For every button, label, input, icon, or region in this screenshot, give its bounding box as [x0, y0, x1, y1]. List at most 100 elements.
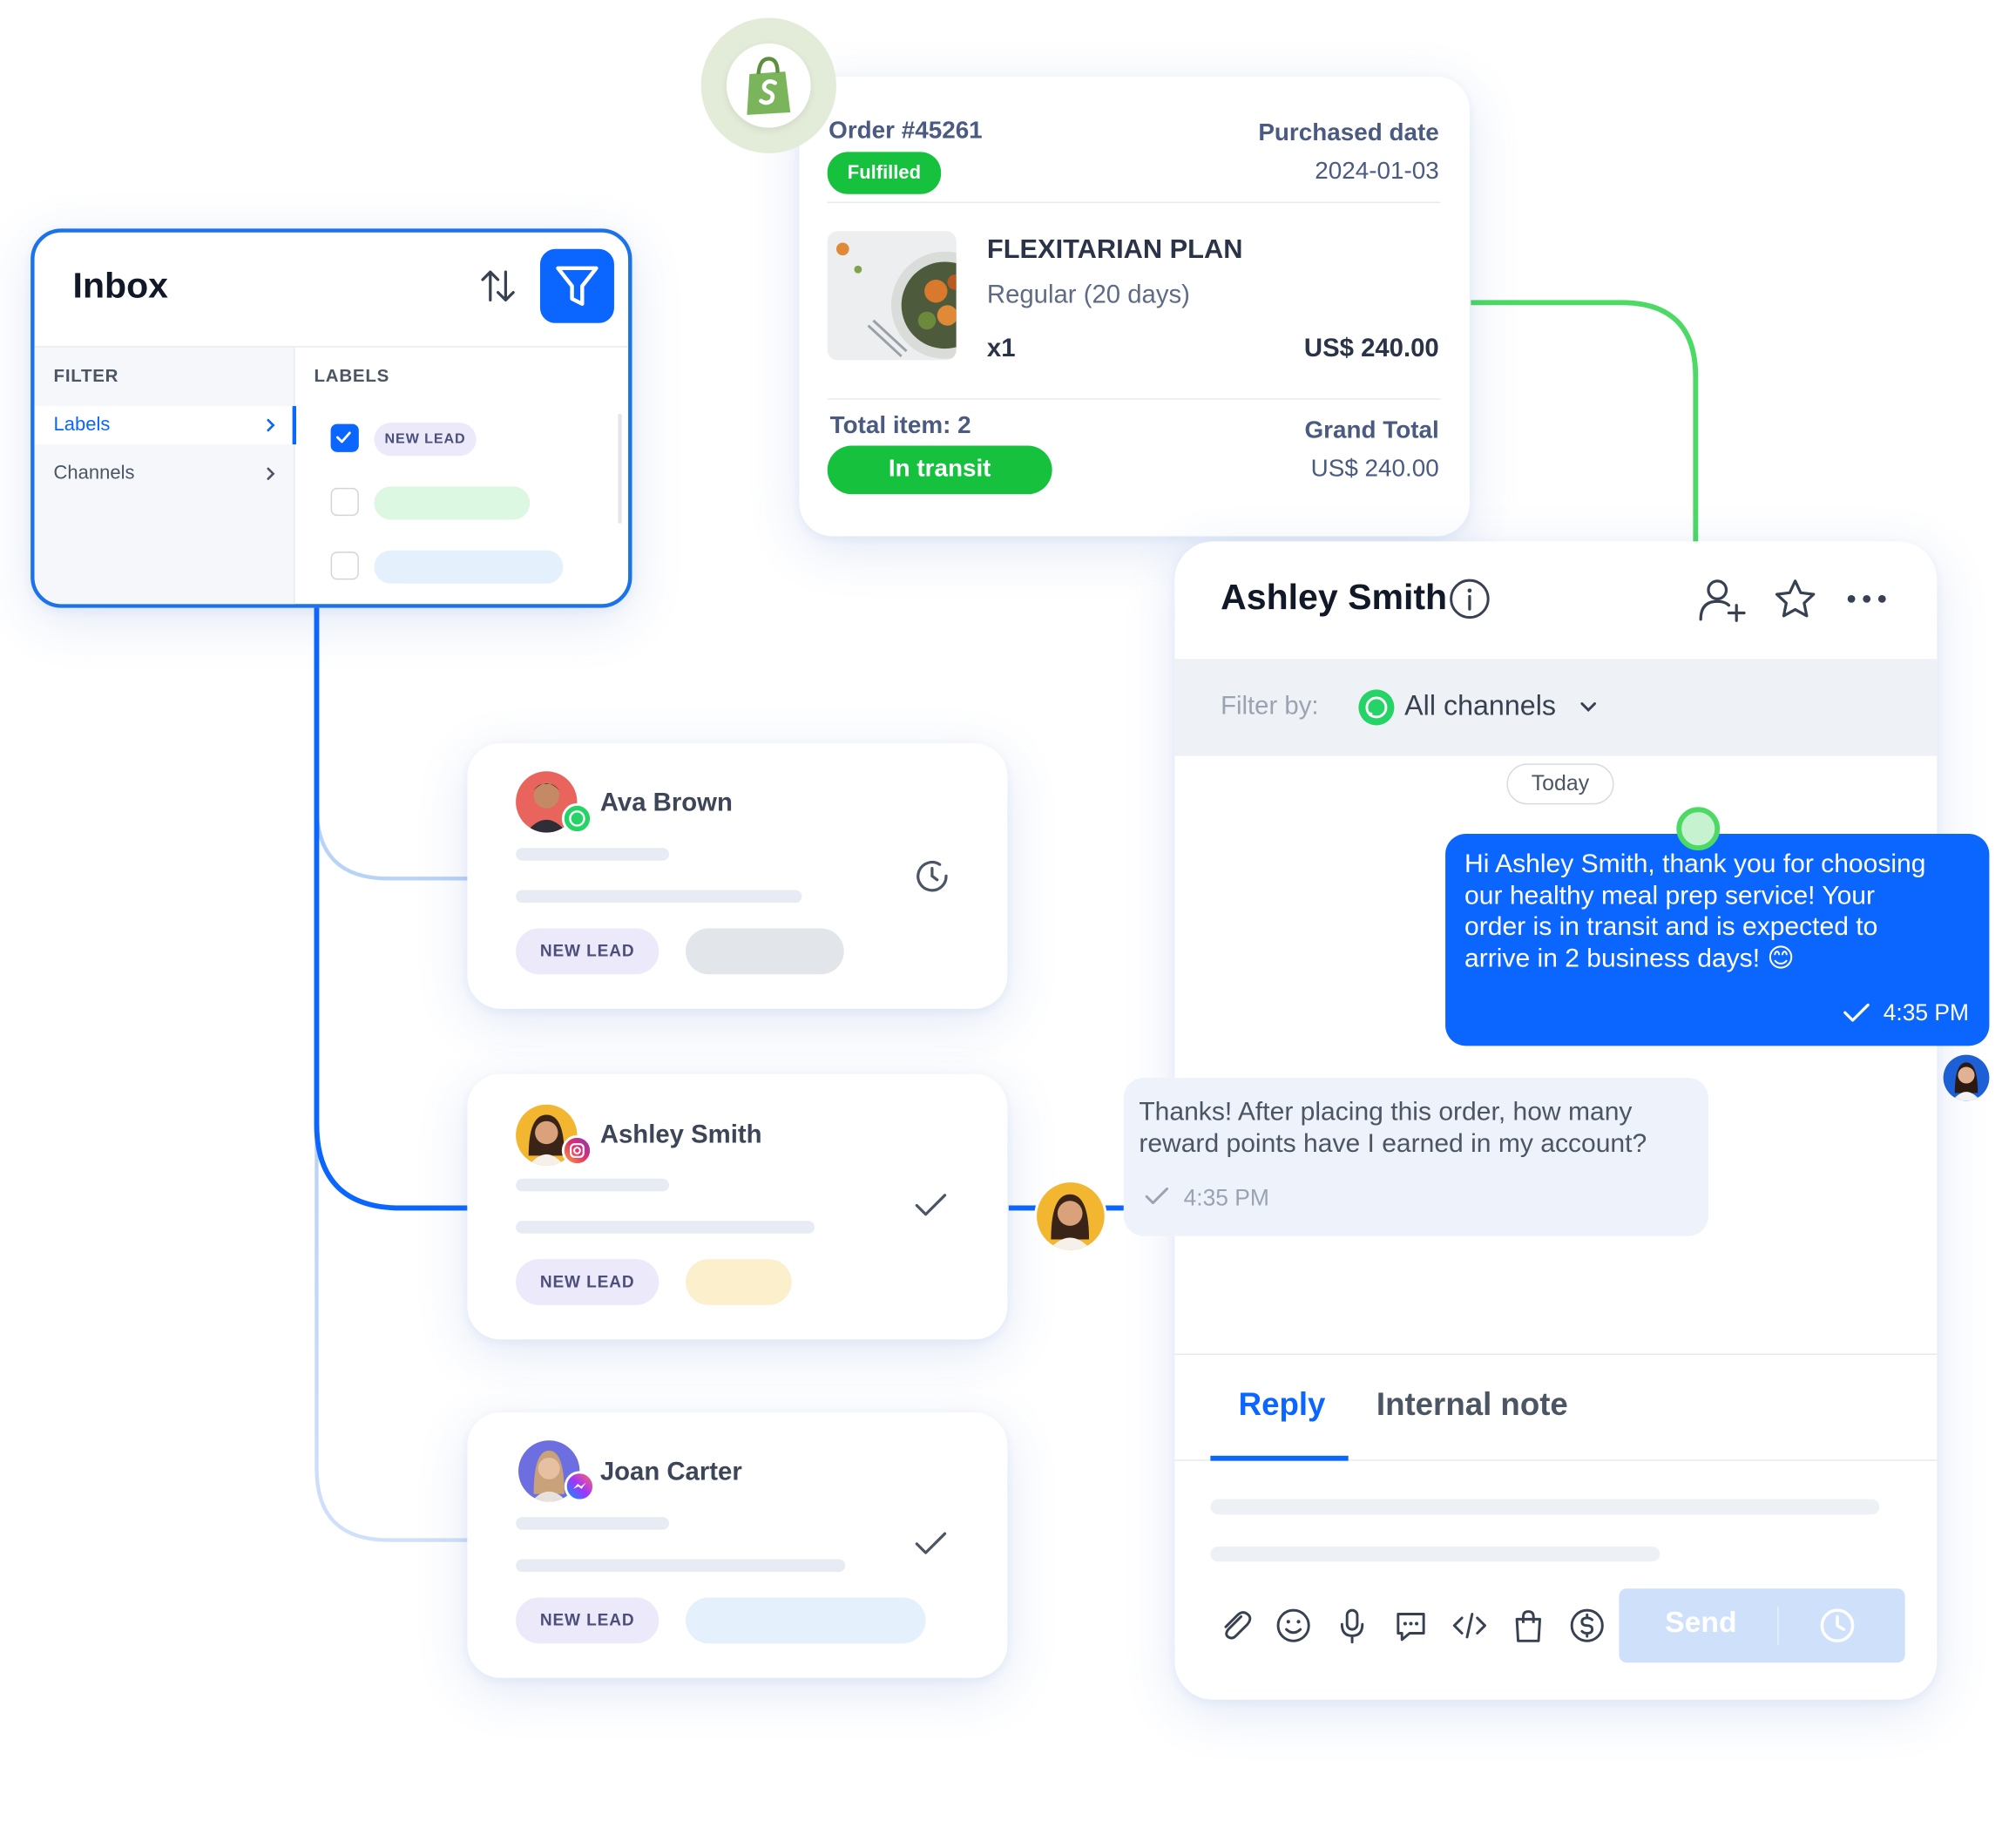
funnel-icon — [556, 266, 599, 307]
connector-node — [1676, 807, 1721, 851]
contact-name: Ashley Smith — [599, 1120, 762, 1150]
whatsapp-icon — [1358, 689, 1395, 726]
outgoing-time: 4:35 PM — [1883, 999, 1970, 1026]
filter-item-channels[interactable]: Channels — [35, 455, 295, 493]
channel-filter-bar: Filter by: All channels — [1174, 659, 1938, 756]
fulfilled-badge: Fulfilled — [827, 152, 942, 194]
preview-line — [516, 1517, 669, 1530]
chevron-right-icon — [267, 467, 275, 480]
filter-label: Filter by: — [1221, 692, 1319, 721]
total-items: Total item: 2 — [829, 412, 971, 440]
avatar — [518, 1440, 580, 1502]
order-number: Order #45261 — [829, 117, 983, 145]
new-lead-tag: NEW LEAD — [516, 1597, 659, 1644]
filter-item-label: Channels — [53, 462, 135, 484]
labels-header: LABELS — [314, 365, 390, 386]
tag-placeholder — [686, 928, 844, 975]
preview-line — [516, 890, 802, 904]
send-button[interactable]: Send — [1619, 1588, 1905, 1663]
send-divider — [1777, 1606, 1779, 1645]
microphone-icon[interactable] — [1333, 1607, 1371, 1645]
preview-line — [516, 1559, 846, 1573]
emoji-icon[interactable] — [1275, 1607, 1313, 1645]
product-price: US$ 240.00 — [1303, 334, 1439, 363]
label-chip-new-lead: NEW LEAD — [374, 423, 477, 457]
purchased-date-label: Purchased date — [1258, 119, 1439, 147]
preview-line — [516, 848, 669, 861]
in-transit-badge: In transit — [827, 445, 1052, 495]
tag-placeholder — [686, 1259, 792, 1305]
check-icon — [1843, 1003, 1870, 1022]
new-lead-tag: NEW LEAD — [516, 928, 659, 975]
tag-placeholder — [686, 1597, 926, 1644]
customer-avatar — [1034, 1180, 1107, 1253]
label-checkbox-2[interactable] — [330, 487, 359, 517]
divider — [827, 201, 1441, 204]
scrollbar[interactable] — [618, 413, 622, 524]
inbox-panel: Inbox FILTER LABELS Labels Channels NEW … — [30, 228, 632, 608]
label-checkbox-new-lead[interactable] — [330, 423, 359, 452]
inbox-title: Inbox — [72, 265, 168, 306]
contact-card-joan-carter[interactable]: Joan Carter NEW LEAD — [467, 1411, 1008, 1678]
more-options-icon[interactable] — [1846, 590, 1887, 608]
whatsapp-icon — [561, 802, 593, 835]
contact-card-ava-brown[interactable]: Ava Brown NEW LEAD — [467, 742, 1008, 1009]
composer-divider — [1174, 1353, 1938, 1356]
check-icon — [915, 1532, 947, 1554]
active-tab-underline — [1210, 1455, 1349, 1461]
sort-icon[interactable] — [479, 267, 517, 305]
shopify-icon — [747, 57, 791, 115]
new-lead-tag: NEW LEAD — [516, 1259, 659, 1305]
channel-filter-dropdown[interactable]: All channels — [1358, 685, 1742, 731]
contact-card-ashley-smith[interactable]: Ashley Smith NEW LEAD — [467, 1073, 1008, 1340]
filter-item-labels[interactable]: Labels — [34, 406, 295, 445]
schedule-clock-icon[interactable] — [1818, 1607, 1857, 1645]
tab-reply[interactable]: Reply — [1238, 1386, 1326, 1423]
header-divider — [34, 346, 629, 348]
order-card: Order #45261 Fulfilled Purchased date 20… — [799, 76, 1470, 537]
product-variant: Regular (20 days) — [986, 281, 1190, 309]
incoming-message-text: Thanks! After placing this order, how ma… — [1139, 1096, 1647, 1158]
channel-filter-value: All channels — [1404, 689, 1557, 722]
product-name: FLEXITARIAN PLAN — [986, 234, 1243, 265]
attachment-icon[interactable] — [1215, 1607, 1254, 1645]
filter-header: FILTER — [53, 365, 119, 386]
meal-bowl-icon — [835, 242, 957, 359]
filter-button[interactable] — [539, 248, 614, 323]
shopping-bag-icon[interactable] — [1509, 1607, 1547, 1645]
clock-icon — [916, 861, 948, 892]
chevron-down-icon — [1580, 702, 1596, 712]
label-chip-placeholder — [374, 486, 531, 520]
payment-icon[interactable] — [1568, 1607, 1606, 1645]
tabs-divider — [1174, 1459, 1938, 1461]
reply-input-placeholder[interactable] — [1210, 1499, 1880, 1515]
outgoing-message-text: Hi Ashley Smith, thank you for choosing … — [1464, 849, 1926, 973]
preview-line — [516, 1221, 815, 1234]
filter-item-label: Labels — [53, 413, 111, 436]
product-image — [827, 231, 957, 361]
chevron-right-icon — [267, 418, 275, 432]
star-icon[interactable] — [1772, 577, 1818, 620]
messenger-icon — [564, 1471, 595, 1502]
reply-input-placeholder — [1210, 1546, 1660, 1562]
quick-reply-icon[interactable] — [1392, 1607, 1430, 1645]
divider — [827, 398, 1441, 400]
incoming-message: Thanks! After placing this order, how ma… — [1123, 1077, 1708, 1236]
tab-internal-note[interactable]: Internal note — [1376, 1386, 1568, 1423]
outgoing-message: Hi Ashley Smith, thank you for choosing … — [1445, 834, 1990, 1046]
purchased-date: 2024-01-03 — [1315, 158, 1439, 186]
code-icon[interactable] — [1451, 1607, 1489, 1645]
add-user-icon[interactable] — [1698, 577, 1747, 623]
product-quantity: x1 — [986, 334, 1016, 363]
incoming-time: 4:35 PM — [1183, 1185, 1269, 1211]
label-checkbox-3[interactable] — [330, 552, 359, 580]
instagram-icon — [561, 1134, 593, 1167]
active-indicator — [292, 406, 297, 445]
contact-name: Ava Brown — [599, 789, 733, 817]
info-icon[interactable] — [1448, 577, 1491, 620]
agent-avatar — [1943, 1054, 1990, 1101]
preview-line — [516, 1178, 669, 1192]
check-icon — [1145, 1188, 1169, 1205]
filter-column — [34, 347, 295, 605]
